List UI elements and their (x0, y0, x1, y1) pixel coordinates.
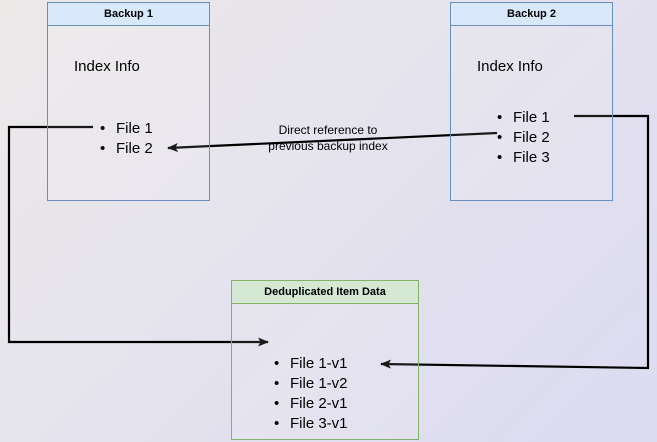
list-item: File 2 (497, 128, 550, 148)
list-item: File 3 (497, 148, 550, 168)
box-deduplicated-item-data[interactable]: Deduplicated Item Data File 1-v1 File 1-… (231, 280, 419, 440)
list-item: File 3-v1 (274, 414, 348, 434)
edge-backup2-to-dedup (380, 114, 650, 370)
box-dedup-header: Deduplicated Item Data (232, 281, 418, 304)
box-backup-1[interactable]: Backup 1 Index Info File 1 File 2 (47, 2, 210, 201)
edge-backup1-to-dedup (7, 125, 269, 347)
box-dedup-body: File 1-v1 File 1-v2 File 2-v1 File 3-v1 (232, 304, 418, 439)
edge-label-direct-reference: Direct reference to previous backup inde… (248, 122, 408, 154)
edge-label-line-2: previous backup index (268, 139, 388, 153)
dedup-file-list: File 1-v1 File 1-v2 File 2-v1 File 3-v1 (274, 354, 348, 434)
list-item: File 1 (497, 108, 550, 128)
list-item: File 1 (100, 119, 153, 139)
list-item: File 2-v1 (274, 394, 348, 414)
box-backup-2[interactable]: Backup 2 Index Info File 1 File 2 File 3 (450, 2, 613, 201)
box-backup-1-body: Index Info File 1 File 2 (48, 26, 209, 200)
box-backup-2-body: Index Info File 1 File 2 File 3 (451, 26, 612, 200)
list-item: File 1-v1 (274, 354, 348, 374)
backup-2-index-info-label: Index Info (477, 58, 543, 75)
edge-backup2-to-backup1 (167, 131, 498, 153)
edge-label-line-1: Direct reference to (278, 123, 378, 137)
backup-2-file-list: File 1 File 2 File 3 (497, 108, 550, 168)
box-backup-1-header: Backup 1 (48, 3, 209, 26)
list-item: File 1-v2 (274, 374, 348, 394)
box-backup-2-header: Backup 2 (451, 3, 612, 26)
backup-1-file-list: File 1 File 2 (100, 119, 153, 159)
list-item: File 2 (100, 139, 153, 159)
backup-1-index-info-label: Index Info (74, 58, 140, 75)
